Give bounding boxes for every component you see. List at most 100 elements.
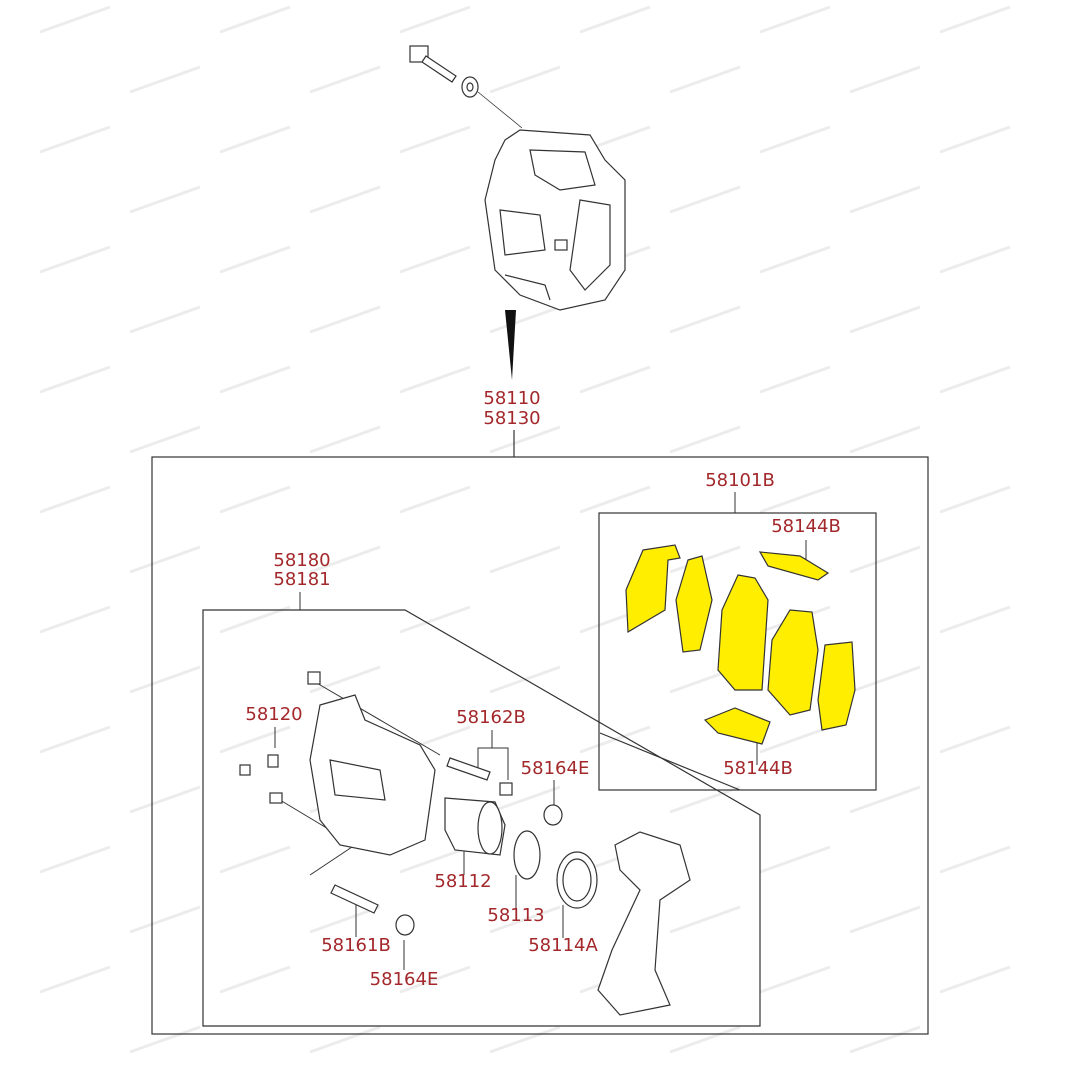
watermark-mark (849, 665, 921, 694)
part-label-58162b[interactable]: 58162B (456, 707, 526, 728)
watermark-mark (939, 5, 1011, 34)
watermark-mark (129, 305, 201, 334)
watermark-mark (579, 485, 651, 514)
watermark-mark (849, 65, 921, 94)
watermark-mark (849, 905, 921, 934)
watermark-mark (489, 305, 561, 334)
watermark-mark (489, 785, 561, 814)
watermark-mark (219, 125, 291, 154)
watermark-mark (849, 545, 921, 574)
watermark-mark (219, 5, 291, 34)
watermark-mark (309, 1025, 381, 1054)
watermark-mark (939, 125, 1011, 154)
part-label-58181[interactable]: 58181 (273, 569, 331, 590)
watermark-mark (759, 125, 831, 154)
watermark-mark (399, 5, 471, 34)
bolt-drawing (409, 45, 523, 129)
watermark-mark (309, 545, 381, 574)
part-label-58110[interactable]: 58110 (483, 388, 541, 409)
watermark-mark (399, 365, 471, 394)
watermark-mark (489, 1025, 561, 1054)
watermark-mark (939, 965, 1011, 994)
watermark-mark (759, 5, 831, 34)
watermark-mark (489, 425, 561, 454)
watermark-mark (39, 845, 111, 874)
watermark-mark (309, 905, 381, 934)
watermark-mark (309, 425, 381, 454)
watermark-mark (39, 5, 111, 34)
watermark-pattern (39, 5, 1011, 1054)
part-label-58144b-top[interactable]: 58144B (771, 516, 841, 537)
watermark-mark (849, 185, 921, 214)
part-label-58180[interactable]: 58180 (273, 550, 331, 571)
watermark-mark (129, 545, 201, 574)
part-label-58120[interactable]: 58120 (245, 704, 303, 725)
watermark-mark (39, 605, 111, 634)
watermark-mark (129, 65, 201, 94)
assembly-arrow (505, 310, 516, 380)
watermark-mark (669, 1025, 741, 1054)
watermark-mark (399, 485, 471, 514)
watermark-mark (219, 365, 291, 394)
watermark-mark (399, 965, 471, 994)
watermark-mark (669, 905, 741, 934)
watermark-mark (219, 605, 291, 634)
watermark-mark (219, 725, 291, 754)
watermark-mark (39, 245, 111, 274)
watermark-mark (939, 845, 1011, 874)
watermark-mark (489, 545, 561, 574)
watermark-mark (39, 365, 111, 394)
watermark-mark (939, 725, 1011, 754)
pad-kit-frame (598, 512, 877, 791)
watermark-mark (759, 365, 831, 394)
watermark-mark (219, 485, 291, 514)
watermark-mark (849, 1025, 921, 1054)
watermark-mark (129, 185, 201, 214)
watermark-mark (219, 245, 291, 274)
part-label-58144b-bottom[interactable]: 58144B (723, 758, 793, 779)
watermark-mark (669, 305, 741, 334)
part-label-58101b[interactable]: 58101B (705, 470, 775, 491)
caliper-assembly-drawing (484, 129, 626, 311)
watermark-mark (309, 65, 381, 94)
watermark-mark (399, 845, 471, 874)
watermark-mark (39, 485, 111, 514)
watermark-mark (669, 185, 741, 214)
caliper-body-frame (202, 609, 761, 1027)
watermark-mark (129, 425, 201, 454)
watermark-mark (489, 65, 561, 94)
watermark-mark (219, 965, 291, 994)
watermark-mark (759, 965, 831, 994)
watermark-mark (489, 905, 561, 934)
part-label-58114a[interactable]: 58114A (528, 935, 598, 956)
watermark-mark (579, 5, 651, 34)
part-label-58164e-top[interactable]: 58164E (520, 758, 590, 779)
watermark-mark (849, 785, 921, 814)
watermark-mark (219, 845, 291, 874)
watermark-mark (849, 425, 921, 454)
caliper-body-drawing (239, 671, 691, 1016)
watermark-mark (669, 425, 741, 454)
part-label-58161b[interactable]: 58161B (321, 935, 391, 956)
watermark-mark (759, 725, 831, 754)
watermark-mark (669, 65, 741, 94)
watermark-mark (399, 245, 471, 274)
watermark-mark (39, 125, 111, 154)
watermark-mark (759, 245, 831, 274)
watermark-mark (309, 185, 381, 214)
part-label-58113[interactable]: 58113 (487, 905, 545, 926)
watermark-mark (939, 605, 1011, 634)
watermark-mark (939, 485, 1011, 514)
part-label-58130[interactable]: 58130 (483, 408, 541, 429)
leader-lines (274, 492, 807, 970)
part-label-58164e-bottom[interactable]: 58164E (369, 969, 439, 990)
part-label-58112[interactable]: 58112 (434, 871, 492, 892)
watermark-mark (309, 665, 381, 694)
watermark-mark (129, 785, 201, 814)
watermark-mark (759, 485, 831, 514)
watermark-mark (129, 1025, 201, 1054)
watermark-mark (759, 845, 831, 874)
brake-pads-drawing (625, 544, 856, 745)
